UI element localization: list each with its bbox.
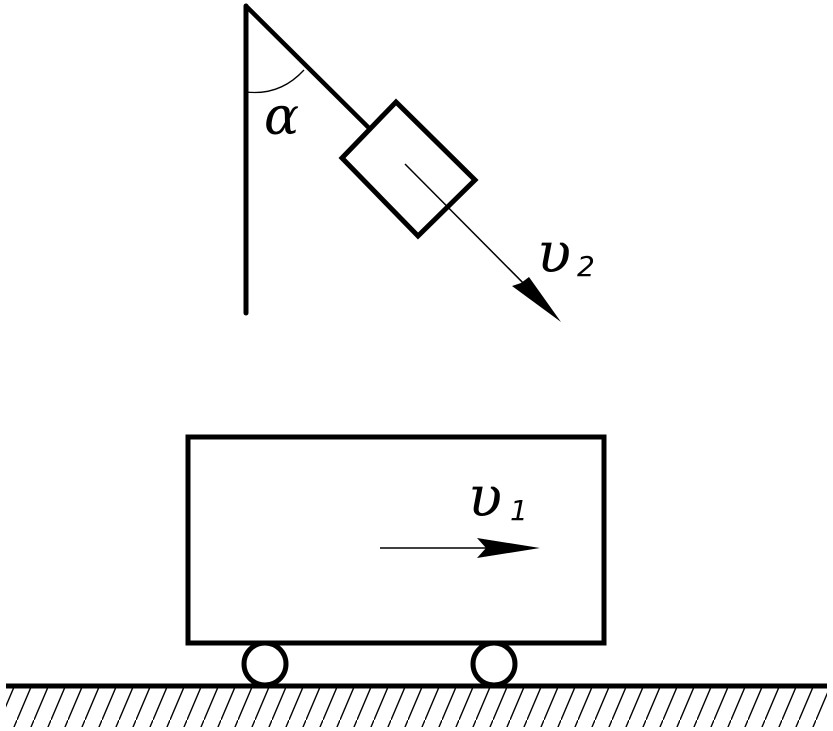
v1-arrowhead: [477, 538, 540, 558]
ground-hatching: [6, 687, 827, 727]
v2-arrow-shaft: [404, 163, 543, 303]
v2-label: υ 2: [537, 221, 595, 286]
right-wheel: [470, 640, 518, 688]
v2-arrowhead: [512, 277, 561, 322]
left-wheel: [241, 640, 289, 688]
angle-label: α: [264, 87, 299, 147]
v1-label: υ 1: [468, 465, 528, 530]
v2-label-sub: 2: [577, 250, 595, 283]
cart-body: [185, 434, 607, 646]
hanging-box: [338, 98, 479, 240]
v1-label-sub: 1: [510, 494, 528, 527]
pendulum-string: [243, 3, 375, 134]
angle-arc: [245, 69, 305, 94]
v2-label-main: υ: [537, 221, 571, 286]
v1-label-main: υ: [468, 465, 502, 530]
